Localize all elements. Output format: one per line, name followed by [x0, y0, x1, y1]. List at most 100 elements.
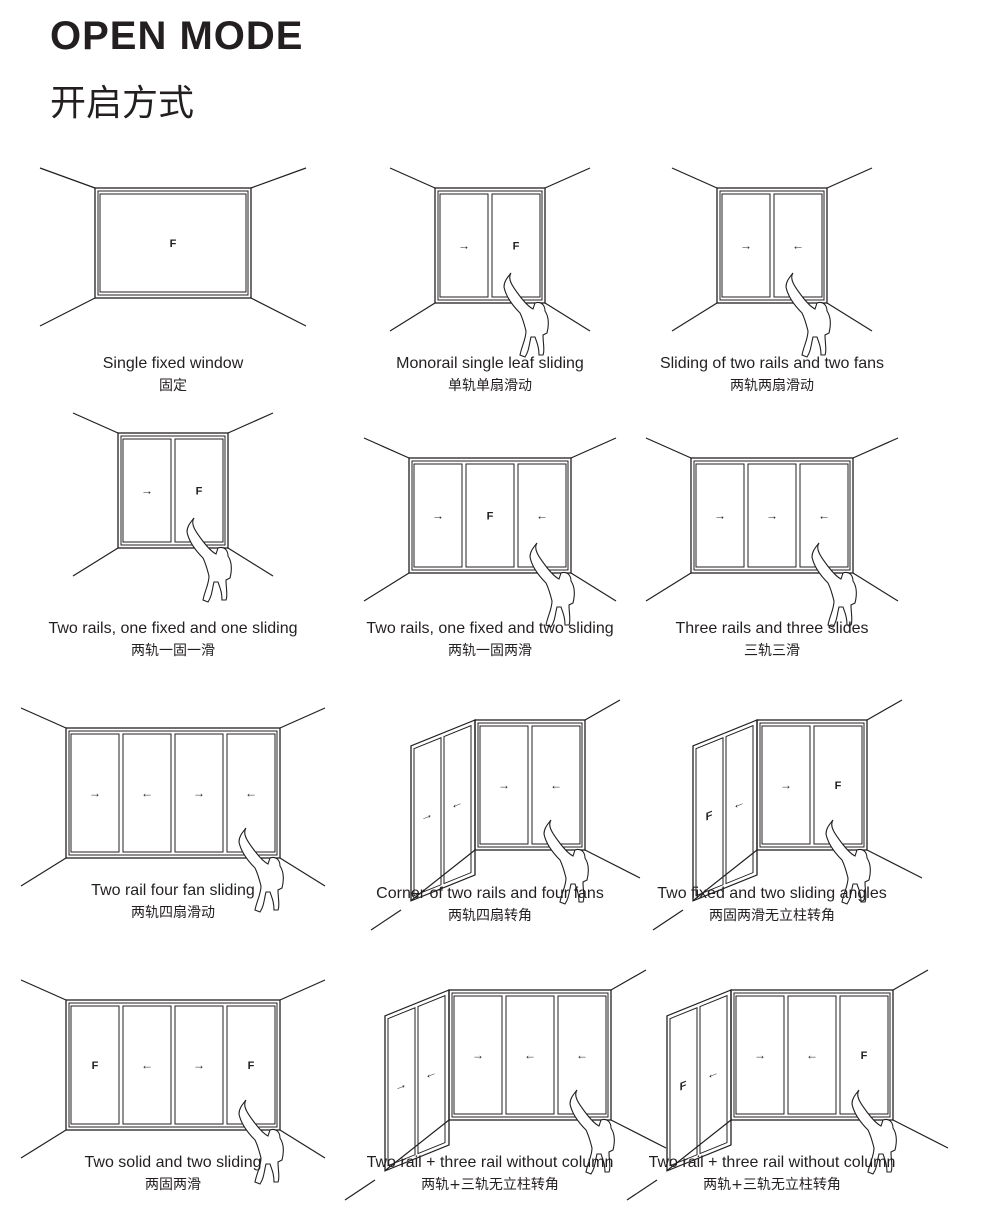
caption-chinese: 两轨四扇滑动 — [131, 905, 215, 921]
window-frame-inner — [733, 992, 891, 1118]
fixed-mark: F — [706, 809, 713, 823]
wall-line — [866, 849, 923, 879]
window-frame-inner — [759, 722, 865, 848]
floor-corner-line — [410, 849, 476, 902]
window-pane — [122, 733, 172, 853]
wall-line — [279, 857, 326, 887]
wall-line — [645, 437, 692, 459]
fixed-mark: F — [861, 1050, 868, 1062]
window-pane — [699, 994, 728, 1155]
wall-line — [370, 909, 402, 931]
floor-corner-line — [384, 1119, 450, 1172]
corner-wall-windows: F← — [666, 989, 732, 1172]
wall-line — [279, 1129, 326, 1159]
window-frame-inner — [451, 992, 609, 1118]
window-frame-inner — [411, 460, 569, 571]
window-frame — [408, 457, 572, 574]
wall-line — [72, 412, 119, 434]
window-frame — [756, 719, 868, 851]
window-diagram: →←←→← — [344, 969, 667, 1201]
wall-line — [39, 167, 96, 189]
window-diagram: →F← — [363, 437, 617, 628]
floor-corner-line — [692, 849, 758, 902]
floor-corner-line — [666, 1119, 732, 1172]
slide-arrow-icon: → — [714, 509, 726, 523]
wall-line — [20, 979, 67, 1001]
caption-english: Two rails, one fixed and two sliding — [366, 620, 614, 637]
person-icon — [529, 542, 575, 628]
slide-arrow-icon: → — [193, 786, 205, 800]
corner-wall-windows: F← — [692, 719, 758, 902]
wall-line — [344, 1179, 376, 1201]
slide-arrow-icon: ← — [576, 1048, 588, 1062]
person-icon — [238, 827, 284, 913]
slide-arrow-icon: ← — [806, 1048, 818, 1062]
wall-line — [20, 707, 67, 729]
wall-line — [671, 167, 718, 189]
slide-arrow-icon: → — [472, 1048, 484, 1062]
person-icon — [811, 542, 857, 628]
wall-line — [363, 572, 410, 602]
wall-line — [645, 572, 692, 602]
window-pane — [122, 1005, 172, 1125]
window-frame-inner — [120, 435, 226, 546]
slide-arrow-icon: ← — [733, 794, 745, 812]
slide-arrow-icon: → — [754, 1048, 766, 1062]
page-title: OPEN MODE — [50, 14, 304, 58]
window-caption: Two rails, one fixed and two sliding 两轨一固… — [330, 618, 650, 662]
wall-line — [584, 699, 621, 721]
slide-arrow-icon: ← — [792, 239, 804, 253]
caption-chinese: 两轨+三轨无立柱转角 — [703, 1177, 841, 1193]
window-frame — [117, 432, 229, 549]
wall-line — [389, 302, 436, 332]
caption-english: Two rail four fan sliding — [91, 882, 255, 899]
window-diagram: →←→← — [370, 699, 641, 931]
caption-chinese: 固定 — [159, 378, 187, 394]
window-pane — [695, 737, 724, 897]
wall-line — [570, 572, 617, 602]
window-frame — [666, 989, 732, 1172]
window-frame-inner — [477, 722, 583, 848]
window-pane — [99, 193, 247, 293]
fixed-mark: F — [487, 511, 494, 523]
window-frame — [690, 457, 854, 574]
slide-arrow-icon: ← — [536, 509, 548, 523]
slide-arrow-icon: ← — [141, 1058, 153, 1072]
window-frame — [434, 187, 546, 304]
wall-line — [826, 167, 873, 189]
window-pane — [70, 1005, 120, 1125]
person-icon — [569, 1089, 615, 1175]
caption-chinese: 两轨一固两滑 — [448, 643, 532, 659]
window-pane — [669, 1007, 698, 1167]
person-icon — [543, 819, 589, 905]
wall-line — [652, 909, 684, 931]
wall-line — [544, 167, 591, 189]
slide-arrow-icon: → — [498, 778, 510, 792]
corner-wall-windows: →← — [384, 989, 450, 1172]
window-diagram: → ← F F← — [626, 969, 949, 1201]
window-caption: Two rail four fan sliding 两轨四扇滑动 — [13, 880, 333, 924]
slide-arrow-icon: → — [141, 484, 153, 498]
wall-line — [20, 1129, 67, 1159]
wall-line — [544, 302, 591, 332]
window-pane — [443, 724, 472, 885]
fixed-mark: F — [835, 780, 842, 792]
wall-line — [363, 437, 410, 459]
slide-arrow-icon: ← — [524, 1048, 536, 1062]
slide-arrow-icon: → — [421, 806, 433, 824]
window-pane — [787, 995, 837, 1115]
caption-chinese: 两轨两扇滑动 — [730, 378, 814, 394]
window-pane — [413, 463, 463, 568]
window-diagram: F — [39, 167, 307, 327]
window-frame — [94, 187, 252, 299]
slide-arrow-icon: ← — [550, 778, 562, 792]
window-pane — [479, 725, 529, 845]
window-frame-inner — [437, 190, 543, 301]
window-pane — [725, 724, 754, 885]
window-pane — [122, 438, 172, 543]
wall-line — [852, 572, 899, 602]
